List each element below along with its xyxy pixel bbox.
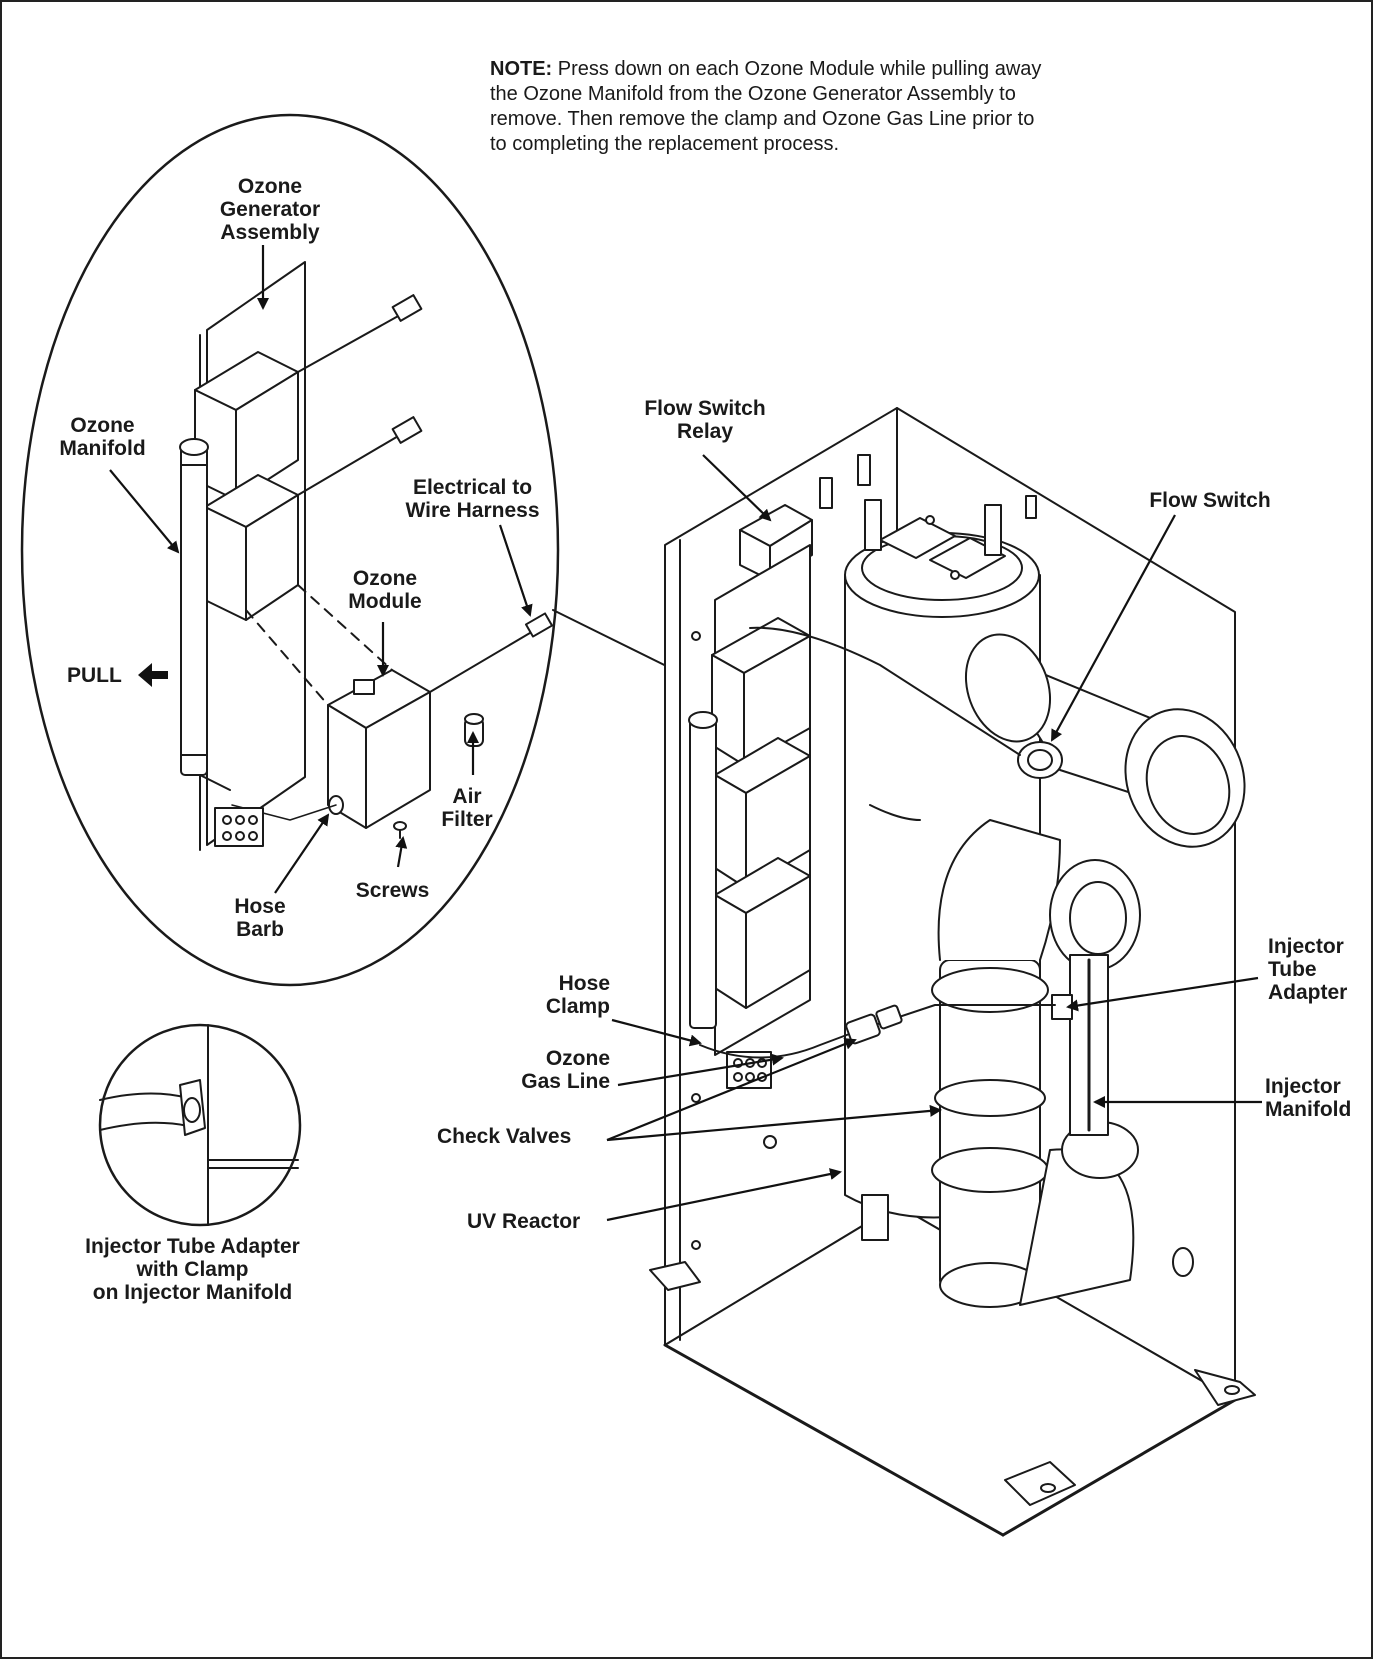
arrow-check-valves-2	[606, 1104, 942, 1142]
label-electrical-to-wire-harness: Electrical to Wire Harness	[405, 476, 540, 522]
arrow-injector-tube-adapter	[1066, 976, 1259, 1012]
ozone-manifold-tube-main	[688, 711, 718, 1029]
upper-union-fitting	[1049, 859, 1141, 971]
label-hose-barb: Hose Barb	[234, 895, 286, 941]
mounting-tab-front	[1004, 1461, 1076, 1506]
label-screws: Screws	[355, 879, 430, 902]
arrow-uv-reactor	[606, 1168, 842, 1222]
grommet	[763, 1135, 777, 1149]
note-heading: NOTE:	[490, 58, 553, 80]
label-injector-manifold: Injector Manifold	[1265, 1075, 1352, 1121]
arrow-ozone-gas-line	[617, 1053, 784, 1087]
cabinet-hole	[1172, 1247, 1194, 1277]
terminal-block-detail	[214, 807, 264, 847]
note-body: Press down on each Ozone Module while pu…	[490, 58, 1042, 155]
mounting-tab-right	[1194, 1369, 1256, 1406]
label-hose-clamp: Hose Clamp	[545, 972, 610, 1018]
injector-manifold-part	[1069, 954, 1109, 1136]
ozone-module-main-1	[711, 617, 811, 766]
mounting-tab-left	[649, 1261, 701, 1291]
note-text: NOTE: Press down on each Ozone Module wh…	[490, 57, 1050, 157]
flow-switch-part	[1017, 741, 1063, 779]
ozone-module-main-2	[714, 737, 811, 889]
label-ozone-manifold: Ozone Manifold	[59, 414, 146, 460]
detail-callout-ellipse	[20, 113, 560, 987]
exploded-module-wire	[429, 629, 536, 693]
label-ozone-module: Ozone Module	[348, 567, 422, 613]
arrow-flow-switch-relay	[702, 454, 772, 522]
ozone-manifold-tube-detail	[179, 438, 231, 791]
reactor-top-fittings	[864, 499, 1006, 580]
ozone-module-middle-detail	[204, 474, 299, 621]
ozone-tube-top	[749, 626, 1021, 756]
check-valve-part	[845, 1004, 903, 1045]
arrow-check-valves-1	[606, 1038, 857, 1142]
ozone-module-upper-detail	[194, 351, 299, 501]
arrow-screws	[395, 836, 408, 868]
label-pull: PULL	[67, 664, 122, 687]
module-wire-2	[297, 434, 401, 496]
label-ozone-gas-line: Ozone Gas Line	[521, 1047, 610, 1093]
label-uv-reactor: UV Reactor	[467, 1210, 581, 1233]
arrow-electrical-to-wire-harness	[498, 524, 533, 617]
screw	[393, 821, 407, 839]
label-ozone-generator-assembly: Ozone Generator Assembly	[219, 175, 321, 244]
arrow-hose-barb	[274, 813, 330, 894]
explode-guide-2	[297, 584, 393, 671]
label-injector-tube-adapter: Injector Tube Adapter	[1268, 935, 1348, 1004]
module-wire-1	[297, 314, 401, 373]
ozone-module-main-3	[714, 857, 811, 1009]
pull-arrow-icon	[138, 663, 168, 687]
injector-adapter-detail-circle	[98, 1023, 302, 1227]
explode-guide-1	[245, 609, 329, 706]
arrow-flow-switch	[1051, 514, 1176, 742]
relay-connectors	[819, 454, 1037, 519]
injector-riser-pipe	[931, 819, 1061, 1308]
flow-switch-outlet-pipe	[964, 633, 1246, 848]
label-air-filter: Air Filter	[441, 785, 493, 831]
arrow-ozone-manifold	[109, 469, 180, 554]
label-flow-switch: Flow Switch	[1149, 489, 1271, 512]
arrow-hose-clamp	[611, 1018, 702, 1047]
label-injector-tube-adapter-detail: Injector Tube Adapter with Clamp on Inje…	[85, 1235, 300, 1304]
label-flow-switch-relay: Flow Switch Relay	[644, 397, 766, 443]
label-check-valves: Check Valves	[437, 1125, 572, 1148]
injector-adapter-detail-art	[99, 1024, 299, 1226]
